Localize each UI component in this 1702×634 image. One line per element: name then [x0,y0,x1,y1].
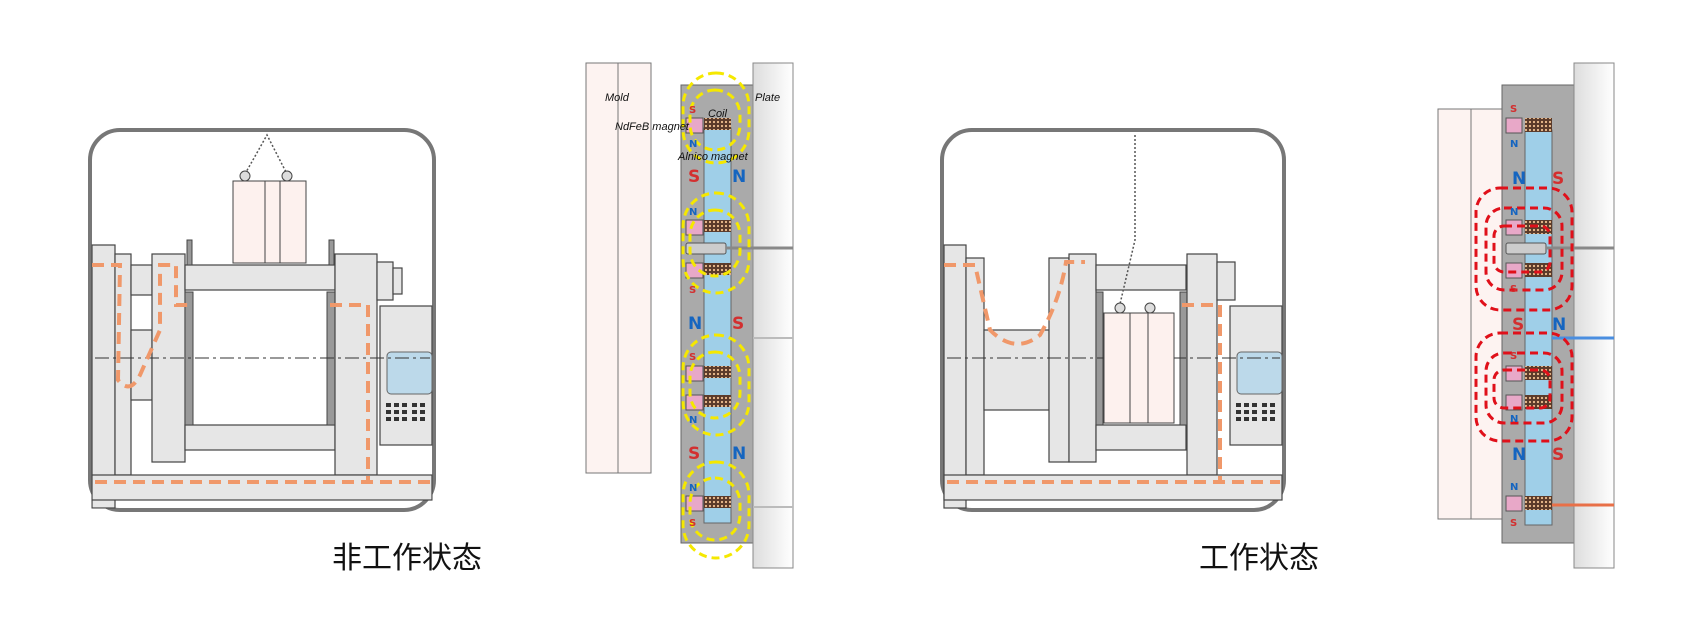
label-ndfeb: NdFeB magnet [615,121,690,133]
alnico-magnet [703,127,732,524]
hook-icon [240,171,250,181]
fixed-platen [1186,253,1218,476]
magnet-units [1505,117,1552,512]
machine-base [943,474,1283,501]
pole-label-small: N [1510,482,1518,493]
pole-label-small: N [689,207,697,218]
pole-label-small: N [1510,207,1518,218]
pole-label: S [688,167,700,187]
pole-label-small: N [689,415,697,426]
label-alnico: Alnico magnet [677,151,749,163]
control-screen [387,352,432,394]
pole-label-small: N [689,139,697,150]
plate-block [752,62,794,569]
pole-label: S [732,314,744,334]
flux-lines-idle [681,71,751,560]
sensor [685,242,727,255]
hook-icon [282,171,292,181]
orange-path [95,305,430,483]
orange-path [947,303,1280,484]
pole-label-small: S [689,105,696,116]
pole-label: N [1512,169,1526,189]
tie-bar-bottom [185,425,335,450]
pole-label-small: N [1510,414,1518,425]
pole-label-small: S [1510,518,1517,529]
label-plate: Plate [755,92,780,104]
pole-label: N [732,167,746,187]
clamped-mold [1103,312,1175,424]
machine-base [92,475,432,500]
pole-label-small: S [1510,104,1517,115]
hanging-mold [233,181,306,263]
pole-label-small: S [689,285,696,296]
tie-bar-top [185,265,335,290]
hook-icon [1114,302,1126,314]
pole-label: N [688,314,702,334]
machine-idle [88,128,436,512]
pole-label-small: S [689,352,696,363]
pole-label: S [1552,445,1564,465]
alnico-magnet [1524,129,1553,526]
pole-label-small: N [689,483,697,494]
orange-path [92,265,192,386]
pole-label: S [1552,169,1564,189]
magnet-section-idle: Mold Plate Coil NdFeB magnet Alnico magn… [585,62,794,569]
pole-label-small: N [1510,139,1518,150]
plate-block [1573,62,1615,569]
control-screen [1236,351,1283,395]
caption-idle: 非工作状态 [332,541,482,576]
pole-label: N [1512,445,1526,465]
label-mold: Mold [605,92,630,104]
pole-label: N [732,444,746,464]
chain [245,135,287,174]
mold-block [1437,108,1503,520]
pole-label: N [1552,315,1566,335]
caption-working: 工作状态 [1199,541,1319,576]
machine-working [940,128,1286,512]
chain [1119,135,1136,305]
pole-label: S [1512,315,1524,335]
pole-label-small: S [1510,284,1517,295]
pole-label: S [688,444,700,464]
pole-label-small: S [689,518,696,529]
pole-label-small: S [1510,351,1517,362]
hook-icon [1144,302,1156,314]
flux-lines-working [1474,186,1574,443]
label-coil: Coil [708,108,728,120]
orange-path [944,260,1085,346]
sensor [1505,242,1547,255]
fixed-platen [335,254,377,475]
magnet-section-working: N S S N N S S N N S S N N S [1437,62,1615,569]
